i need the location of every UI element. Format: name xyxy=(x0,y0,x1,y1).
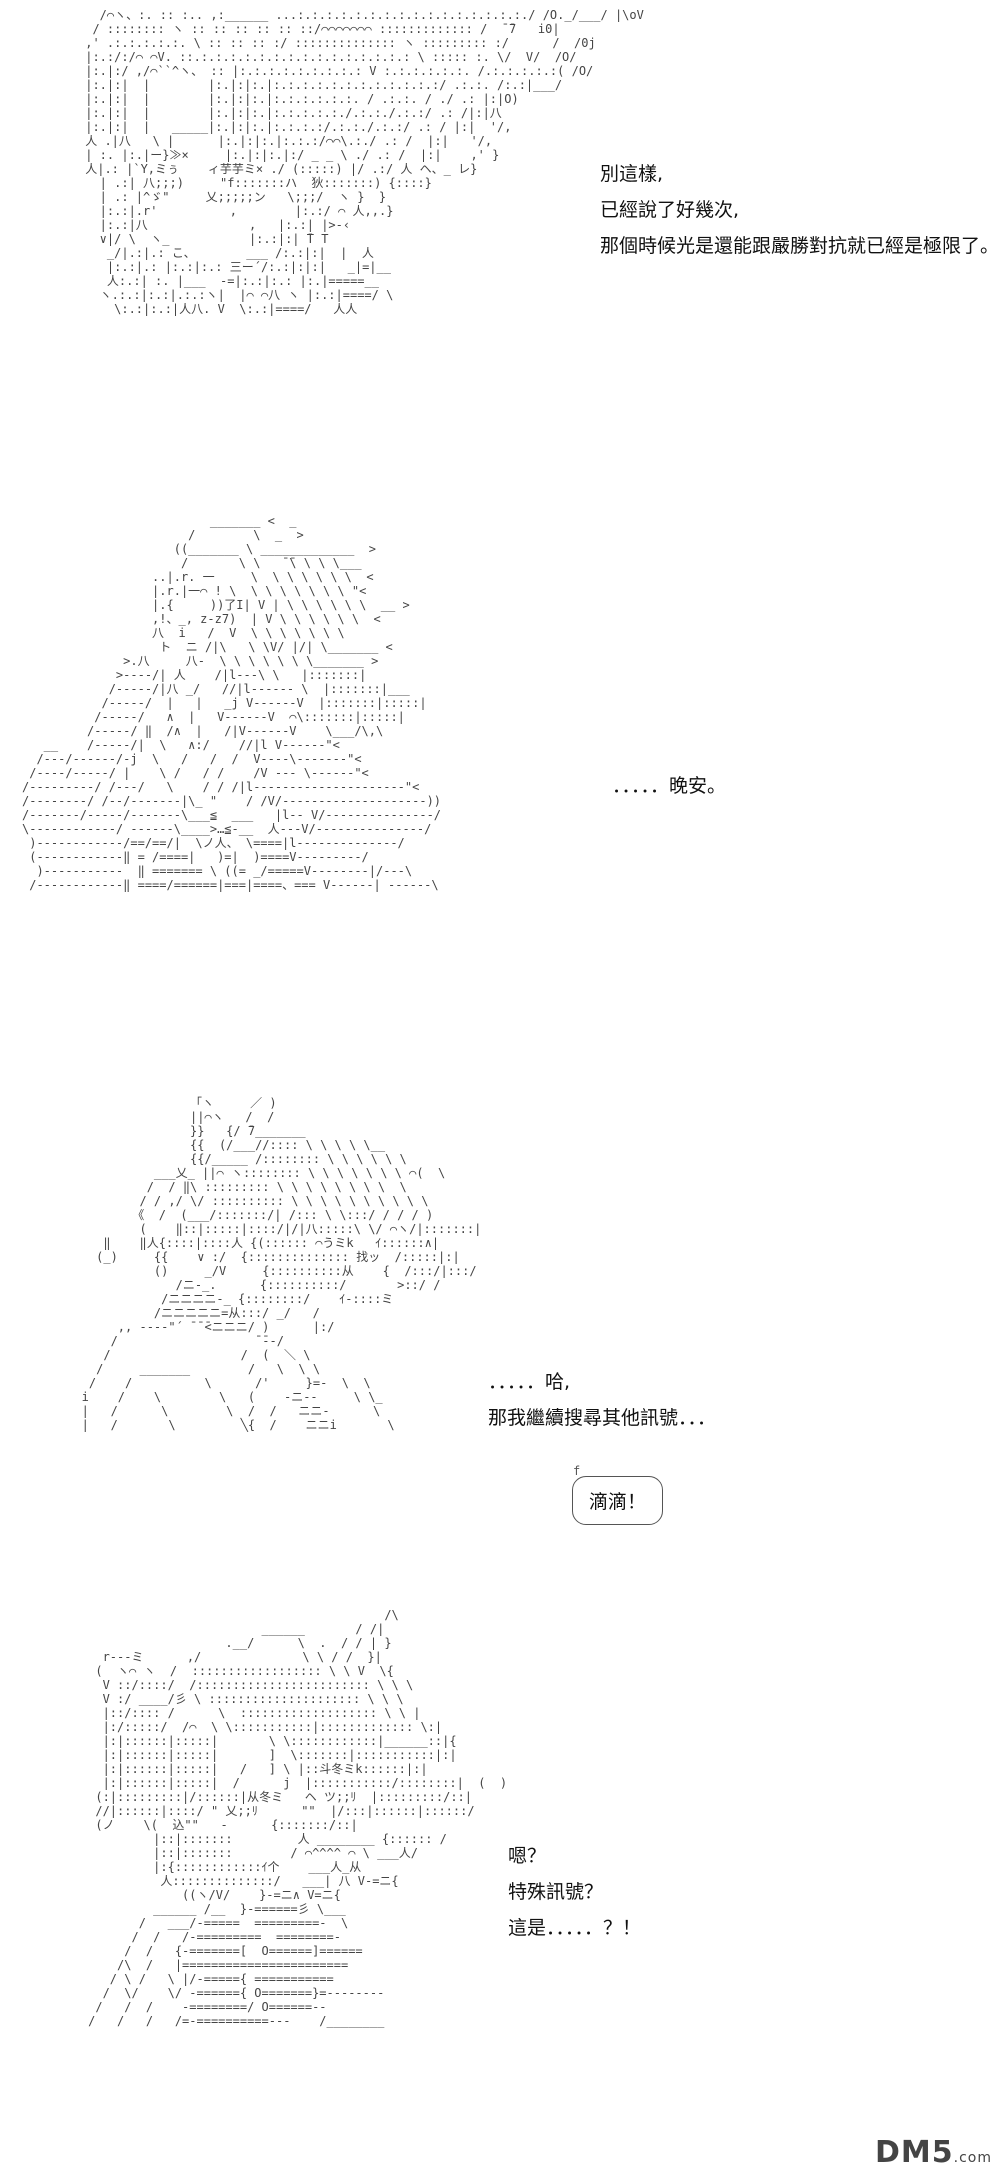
watermark-brand: DM5 xyxy=(875,2135,954,2170)
ascii-art-character-1: /⌒ヽ、:. :: :.. ,:______ ...:.:.:.:.:.:.:.… xyxy=(85,8,644,316)
dialog-line: 別這樣, xyxy=(600,163,664,185)
dialog-line: ．．．．．哈, xyxy=(488,1371,571,1393)
dialog-4: 嗯？ 特殊訊號？ 這是．．．．．？！ xyxy=(508,1838,641,1946)
ascii-art-character-4: /\ ______ / /| .__/ \ . / / | } r---ミ ,/… xyxy=(88,1608,508,2028)
dialog-1: 別這樣, 已經說了好幾次, 那個時候光是還能跟嚴勝對抗就已經是極限了。 xyxy=(600,156,999,264)
dialog-3: ．．．．．哈, 那我繼續搜尋其他訊號．．． xyxy=(488,1364,716,1436)
dialog-line: 特殊訊號？ xyxy=(508,1881,604,1903)
panel-3: 「ヽ ／ ) ||⌒ヽ / / }} {/ ̄7_______ {{ (/___… xyxy=(0,1090,1000,1600)
dialog-line: ．．．．．晚安。 xyxy=(612,775,727,797)
ascii-art-character-3: 「ヽ ／ ) ||⌒ヽ / / }} {/ ̄7_______ {{ (/___… xyxy=(81,1096,482,1432)
dialog-line: 那我繼續搜尋其他訊號．．． xyxy=(488,1407,717,1429)
panel-1: /⌒ヽ、:. :: :.. ,:______ ...:.:.:.:.:.:.:.… xyxy=(0,0,1000,480)
panel-4: /\ ______ / /| .__/ \ . / / | } r---ミ ,/… xyxy=(0,1600,1000,2176)
ascii-art-character-2: _______ < _ / \ _ > ((_______ \ ________… xyxy=(22,514,442,892)
site-watermark-logo: DM5.com xyxy=(875,2135,992,2170)
watermark-suffix: .com xyxy=(953,2150,992,2166)
dialog-line: 嗯？ xyxy=(508,1845,547,1867)
dialog-line: 那個時候光是還能跟嚴勝對抗就已經是極限了。 xyxy=(600,235,1000,257)
panel-2: _______ < _ / \ _ > ((_______ \ ________… xyxy=(0,500,1000,1070)
dialog-2: ．．．．．晚安。 xyxy=(612,768,726,804)
sound-effect-bubble: 滴滴！ xyxy=(572,1476,664,1525)
dialog-line: 已經說了好幾次, xyxy=(600,199,740,221)
bubble-tail: f xyxy=(573,1464,581,1478)
dialog-line: 這是．．．．．？！ xyxy=(508,1917,642,1939)
